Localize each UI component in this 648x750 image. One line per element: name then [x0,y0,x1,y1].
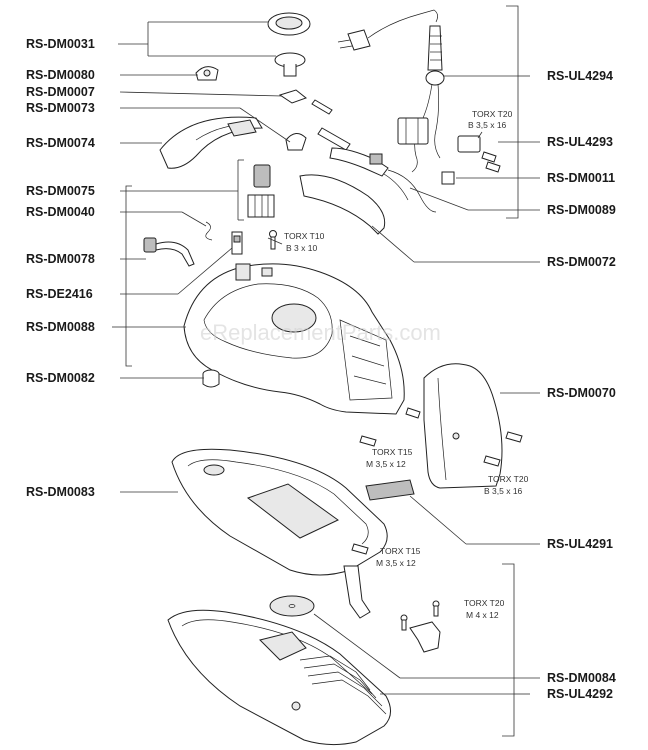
part-wiring-drawing [317,127,437,213]
part-dm0088-housing-drawing [183,263,405,415]
note-torx-t15-mid-line2: M 3,5 x 12 [366,459,406,469]
label-rs-de2416: RS-DE2416 [26,287,93,301]
note-torx-t10-line2: B 3 x 10 [286,243,317,253]
label-rs-ul4292: RS-UL4292 [547,687,613,701]
part-dm0070-back-cover-drawing [423,363,503,489]
part-dm0078-drawing [143,237,195,267]
part-pin-drawing [311,99,333,115]
part-ul4292-soleplate-drawing [167,609,391,746]
part-dm0007-drawing [278,89,308,104]
note-torx-t20-mid: TORX T20 B 3,5 x 16 [484,474,529,496]
note-torx-t10: TORX T10 B 3 x 10 [284,231,325,253]
label-rs-dm0084: RS-DM0084 [547,671,616,685]
label-rs-dm0007: RS-DM0007 [26,85,95,99]
label-rs-dm0088: RS-DM0088 [26,320,95,334]
screws-housing-drawing [359,407,523,467]
screw-t10-drawing [269,230,277,250]
screw-t15-low-drawing [351,543,369,555]
part-bracket-drawing [343,565,441,653]
note-torx-t15-low-line1: TORX T15 [380,546,421,556]
label-rs-ul4293: RS-UL4293 [547,135,613,149]
label-rs-dm0040: RS-DM0040 [26,205,95,219]
label-rs-dm0075: RS-DM0075 [26,184,95,198]
label-rs-dm0078: RS-DM0078 [26,252,95,266]
label-rs-ul4294: RS-UL4294 [547,69,613,83]
note-torx-t15-low-line2: M 3,5 x 12 [376,558,416,568]
part-dm0074-handle-cover-drawing [159,116,263,169]
note-torx-t20-top-line1: TORX T20 [472,109,513,119]
part-dm0075-drawing [247,164,275,218]
label-rs-dm0073: RS-DM0073 [26,101,95,115]
label-rs-dm0011: RS-DM0011 [547,171,615,185]
part-dm0073-drawing [285,133,307,151]
note-torx-t20-low-line2: M 4 x 12 [466,610,499,620]
label-rs-dm0074: RS-DM0074 [26,136,95,150]
label-rs-dm0089: RS-DM0089 [547,203,616,217]
part-dm0084-disc-drawing [269,595,315,617]
note-torx-t15-mid: TORX T15 M 3,5 x 12 [366,447,413,469]
label-rs-dm0070: RS-DM0070 [547,386,616,400]
part-de2416-drawing [231,231,243,255]
label-rs-dm0083: RS-DM0083 [26,485,95,499]
part-ul4293-drawing [397,117,501,173]
part-dm0040-drawing [205,221,213,241]
note-torx-t20-mid-line2: B 3,5 x 16 [484,486,523,496]
part-dm0082-drawing [202,369,220,388]
note-torx-t20-top: TORX T20 B 3,5 x 16 [468,109,513,130]
note-torx-t20-low: TORX T20 M 4 x 12 [464,598,505,620]
note-torx-t20-low-line1: TORX T20 [464,598,505,608]
note-torx-t20-mid-line1: TORX T20 [488,474,529,484]
note-torx-t10-line1: TORX T10 [284,231,325,241]
part-dm0011-drawing [441,171,455,185]
part-ul4291-label-drawing [365,479,415,501]
label-rs-ul4291: RS-UL4291 [547,537,613,551]
label-rs-dm0072: RS-DM0072 [547,255,616,269]
label-rs-dm0031: RS-DM0031 [26,37,95,51]
note-torx-t20-top-line2: B 3,5 x 16 [468,120,507,130]
label-rs-dm0082: RS-DM0082 [26,371,95,385]
note-torx-t15-low: TORX T15 M 3,5 x 12 [376,546,421,568]
label-rs-dm0080: RS-DM0080 [26,68,95,82]
part-dm0031-cap-drawing [267,12,311,36]
note-torx-t15-mid-line1: TORX T15 [372,447,413,457]
part-ul4294-cord-drawing [337,9,445,173]
part-dm0072-cover-drawing [299,174,386,235]
part-knob-drawing [195,66,219,81]
leader-lines [112,5,540,737]
part-dm0080-button-drawing [274,52,306,77]
part-dm0083-skirt-drawing [171,448,388,576]
watermark: eReplacementParts.com [200,320,441,345]
